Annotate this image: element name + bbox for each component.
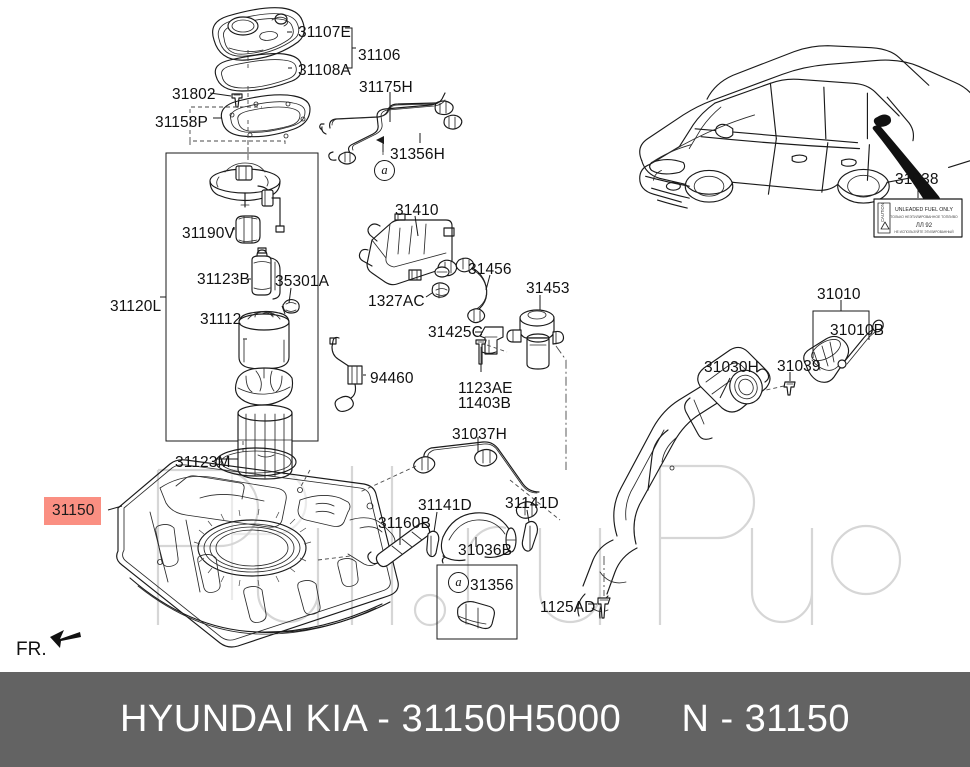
diagram-canvas: .ln{fill:none;stroke:#1a1a1a;stroke-widt… bbox=[107, 7, 970, 648]
svg-text:UNLEADED FUEL ONLY: UNLEADED FUEL ONLY bbox=[895, 207, 953, 213]
fr-arrow-icon bbox=[48, 628, 82, 655]
svg-text:CAUTION: CAUTION bbox=[880, 203, 885, 222]
part-label-31106: 31106 bbox=[358, 47, 401, 64]
part-label-31356h: 31356H bbox=[390, 146, 445, 163]
part-label-31108a: 31108A bbox=[298, 62, 351, 79]
part-label-11403b: 11403B bbox=[458, 395, 511, 412]
part-label-31802: 31802 bbox=[172, 86, 216, 103]
part-label-31141d-r: 31141D bbox=[505, 495, 559, 512]
part-label-31158p: 31158P bbox=[155, 114, 208, 131]
part-label-31141d-l: 31141D bbox=[418, 497, 472, 514]
svg-text:ЛЛ 92: ЛЛ 92 bbox=[916, 223, 933, 229]
footer-brand: HYUNDAI KIA bbox=[119, 698, 367, 740]
part-label-31037h: 31037H bbox=[452, 426, 507, 443]
part-label-35301a: 35301A bbox=[275, 273, 330, 290]
footer-reference: N - 31150 bbox=[681, 698, 851, 740]
part-label-31123b: 31123B bbox=[197, 271, 250, 288]
part-label-31112: 31112 bbox=[200, 311, 242, 328]
callout-a-bottom: a bbox=[448, 572, 469, 593]
svg-text:ТОЛЬКО НЕЭТИЛИРОВАННОЕ ТОПЛИВО: ТОЛЬКО НЕЭТИЛИРОВАННОЕ ТОПЛИВО bbox=[890, 215, 958, 219]
part-label-1123ae: 1123AE bbox=[458, 380, 513, 397]
footer-bar: HYUNDAI KIA - 31150H5000 N - 31150 bbox=[0, 672, 970, 767]
part-label-31425c: 31425C bbox=[428, 324, 483, 341]
footer-part-number: - 31150H5000 bbox=[377, 698, 622, 740]
part-label-31175h: 31175H bbox=[359, 79, 413, 96]
part-label-1125ad: 1125AD bbox=[540, 599, 596, 616]
callout-a-top: a bbox=[374, 160, 395, 181]
fr-label: FR. bbox=[16, 639, 47, 660]
part-label-1327ac: 1327AC bbox=[368, 293, 425, 310]
part-label-31010b: 31010B bbox=[830, 322, 885, 339]
part-label-31039: 31039 bbox=[777, 358, 821, 375]
part-label-31038: 31038 bbox=[895, 171, 939, 188]
part-label-31160b: 31160B bbox=[378, 515, 431, 532]
part-label-31410: 31410 bbox=[395, 202, 439, 219]
part-label-31107e: 31107E bbox=[298, 24, 351, 41]
part-label-31036b: 31036B bbox=[458, 542, 513, 559]
part-label-31456: 31456 bbox=[468, 261, 512, 278]
footer-text: HYUNDAI KIA - 31150H5000 N - 31150 bbox=[120, 698, 850, 741]
part-label-31356: 31356 bbox=[470, 577, 514, 594]
part-label-31453: 31453 bbox=[526, 280, 570, 297]
svg-text:НЕ ИСПОЛЬЗУЙТЕ ЭТИЛИРОВАННЫЙ: НЕ ИСПОЛЬЗУЙТЕ ЭТИЛИРОВАННЫЙ bbox=[894, 230, 954, 234]
part-label-31190v: 31190V bbox=[182, 225, 235, 242]
part-label-31150: 31150 bbox=[44, 497, 102, 525]
part-label-31030h: 31030H bbox=[704, 359, 759, 376]
part-label-31120l: 31120L bbox=[110, 298, 162, 315]
part-label-31010: 31010 bbox=[817, 286, 861, 303]
part-label-94460: 94460 bbox=[370, 370, 414, 387]
front-direction-marker: FR. bbox=[16, 628, 82, 661]
part-label-31123m: 31123M bbox=[175, 454, 231, 471]
